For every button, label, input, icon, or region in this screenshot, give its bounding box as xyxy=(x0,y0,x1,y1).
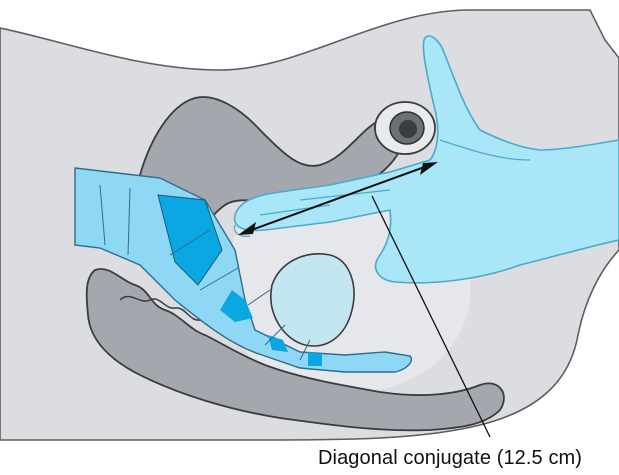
annotation-label: Diagonal conjugate (12.5 cm) xyxy=(318,447,582,470)
bowel-ring xyxy=(375,102,435,154)
